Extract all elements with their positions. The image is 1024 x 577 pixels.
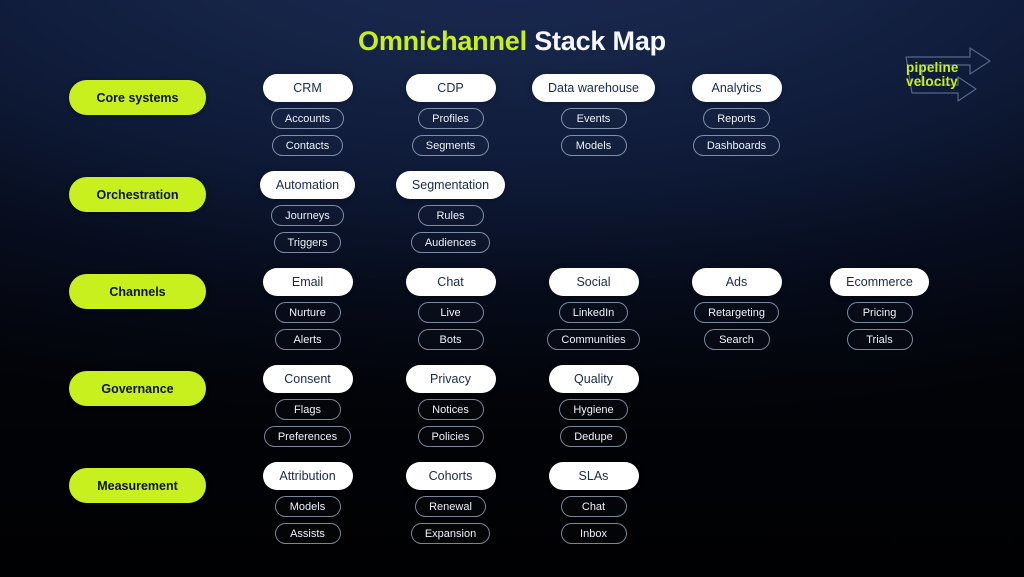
category-pill[interactable]: Governance [69, 371, 206, 406]
sub-item-pill[interactable]: Rules [417, 205, 484, 226]
brand-logo-line1: pipeline [906, 60, 959, 75]
sub-item-pill[interactable]: Audiences [410, 232, 491, 253]
column-header-pill[interactable]: Cohorts [405, 462, 496, 490]
column-header-pill[interactable]: Email [262, 268, 353, 296]
sub-item-pill[interactable]: Notices [417, 399, 484, 420]
sub-item-pill[interactable]: Preferences [263, 426, 352, 447]
sub-item-pill[interactable]: Triggers [273, 232, 342, 253]
sub-item-pill[interactable]: Search [703, 329, 770, 350]
column-header-pill[interactable]: Attribution [262, 462, 353, 490]
page-title-rest: Stack Map [526, 26, 666, 56]
sub-item-pill[interactable]: LinkedIn [558, 302, 629, 323]
sub-item-pill[interactable]: Live [417, 302, 484, 323]
sub-item-pill[interactable]: Pricing [846, 302, 913, 323]
sub-item-pill[interactable]: Dashboards [692, 135, 781, 156]
brand-logo-text: pipeline velocity [906, 61, 959, 89]
sub-item-pill[interactable]: Assists [274, 523, 341, 544]
sub-item-pill[interactable]: Chat [560, 496, 627, 517]
sub-item-pill[interactable]: Renewal [415, 496, 486, 517]
column-header-pill[interactable]: Ecommerce [830, 268, 929, 296]
sub-item-pill[interactable]: Models [560, 135, 627, 156]
column-header-pill[interactable]: Data warehouse [531, 74, 656, 102]
column-header-pill[interactable]: Chat [405, 268, 496, 296]
sub-item-pill[interactable]: Models [274, 496, 341, 517]
sub-item-pill[interactable]: Segments [411, 135, 490, 156]
sub-item-pill[interactable]: Retargeting [694, 302, 779, 323]
column-header-pill[interactable]: Privacy [405, 365, 496, 393]
sub-item-pill[interactable]: Accounts [270, 108, 345, 129]
sub-item-pill[interactable]: Trials [846, 329, 913, 350]
sub-item-pill[interactable]: Alerts [274, 329, 341, 350]
category-pill[interactable]: Core systems [69, 80, 206, 115]
column-header-pill[interactable]: CDP [405, 74, 496, 102]
brand-logo: pipeline velocity [900, 47, 996, 103]
column-header-pill[interactable]: Ads [691, 268, 782, 296]
column-header-pill[interactable]: Consent [262, 365, 353, 393]
sub-item-pill[interactable]: Bots [417, 329, 484, 350]
sub-item-pill[interactable]: Contacts [271, 135, 344, 156]
sub-item-pill[interactable]: Communities [547, 329, 640, 350]
column-header-pill[interactable]: Automation [259, 171, 356, 199]
sub-item-pill[interactable]: Policies [417, 426, 484, 447]
sub-item-pill[interactable]: Dedupe [560, 426, 627, 447]
column-header-pill[interactable]: Quality [548, 365, 639, 393]
sub-item-pill[interactable]: Events [560, 108, 627, 129]
column-header-pill[interactable]: Segmentation [395, 171, 506, 199]
sub-item-pill[interactable]: Nurture [274, 302, 341, 323]
column-header-pill[interactable]: Social [548, 268, 639, 296]
brand-logo-line2: velocity [906, 74, 958, 89]
category-pill[interactable]: Channels [69, 274, 206, 309]
sub-item-pill[interactable]: Reports [703, 108, 770, 129]
sub-item-pill[interactable]: Expansion [410, 523, 491, 544]
category-pill[interactable]: Orchestration [69, 177, 206, 212]
sub-item-pill[interactable]: Inbox [560, 523, 627, 544]
category-pill[interactable]: Measurement [69, 468, 206, 503]
column-header-pill[interactable]: CRM [262, 74, 353, 102]
arrow-loop-icon [905, 47, 991, 102]
page-title-accent: Omnichannel [358, 26, 527, 56]
sub-item-pill[interactable]: Profiles [417, 108, 484, 129]
column-header-pill[interactable]: SLAs [548, 462, 639, 490]
column-header-pill[interactable]: Analytics [691, 74, 782, 102]
sub-item-pill[interactable]: Flags [274, 399, 341, 420]
sub-item-pill[interactable]: Journeys [271, 205, 344, 226]
sub-item-pill[interactable]: Hygiene [559, 399, 628, 420]
page-title: Omnichannel Stack Map [0, 26, 1024, 57]
